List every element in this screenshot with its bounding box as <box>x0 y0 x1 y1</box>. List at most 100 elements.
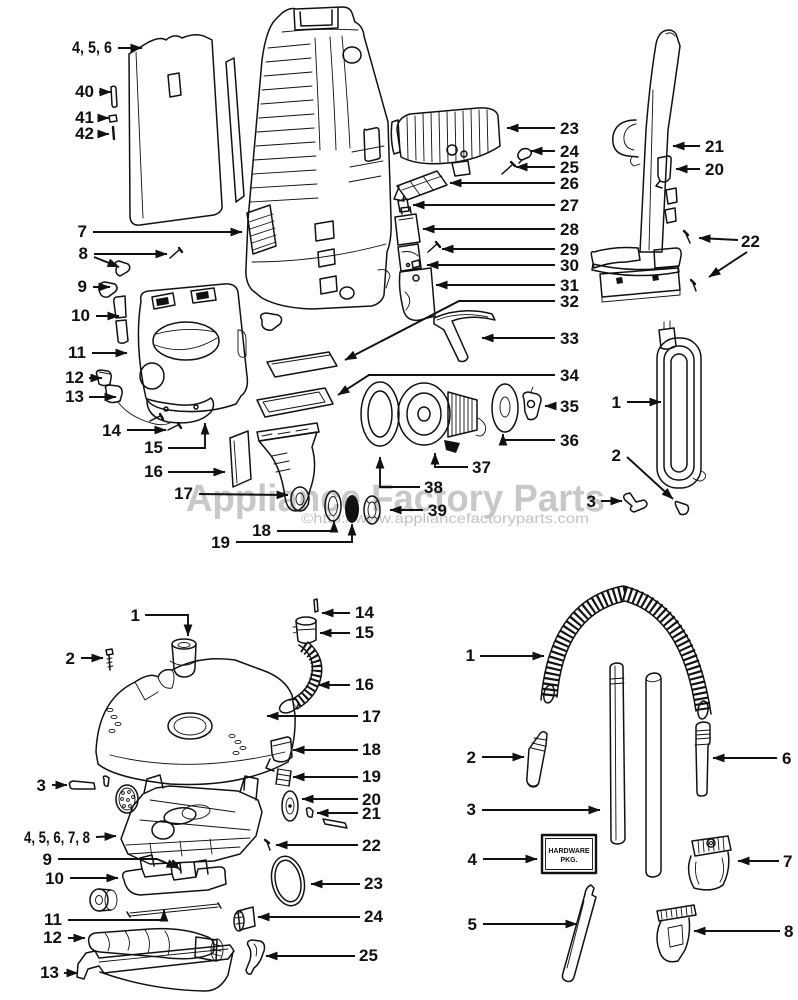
part-27-drawing <box>397 195 410 213</box>
callout-labels: 4, 5, 6404142789101112131415161718192324… <box>24 38 793 982</box>
callout-base-assembly-20: 20 <box>362 790 381 809</box>
housing-11-drawing <box>137 283 249 413</box>
callout-attachments-4: 4 <box>468 850 478 869</box>
fan-ring-38-drawing <box>360 381 400 447</box>
part-12-13-drawing <box>95 369 173 426</box>
clip-mid-drawing <box>259 312 283 331</box>
valve-35-drawing <box>522 386 542 421</box>
callout-upper-assembly-1: 1 <box>612 393 621 412</box>
tube-6-drawing <box>694 721 711 797</box>
callout-attachments-5: 5 <box>468 915 477 934</box>
connector-18-drawing <box>265 736 293 772</box>
leader-arrow-base-assembly-9 <box>58 858 179 869</box>
part-30-drawing <box>405 259 421 269</box>
callout-upper-assembly-23: 23 <box>560 119 579 138</box>
leader-arrow-upper-assembly-18 <box>277 520 339 533</box>
screws-8-drawing <box>114 246 184 277</box>
callout-base-assembly-12: 12 <box>43 928 62 947</box>
base-assembly-drawing <box>68 598 348 992</box>
bottom-plate-13-drawing <box>76 944 235 992</box>
upholstery-tool-7-drawing <box>687 835 732 891</box>
callout-upper-assembly-36: 36 <box>560 431 579 450</box>
callout-upper-assembly-4-5-6: 4, 5, 6 <box>72 38 112 57</box>
callout-base-assembly-22: 22 <box>362 836 381 855</box>
callout-upper-assembly-2: 2 <box>612 446 621 465</box>
callout-upper-assembly-31: 31 <box>560 276 579 295</box>
handle-base-drawing <box>590 246 682 303</box>
switch-28-drawing <box>394 206 422 272</box>
hood-17-drawing <box>95 658 296 786</box>
cup-1-drawing <box>169 638 199 678</box>
callout-upper-assembly-40: 40 <box>75 82 94 101</box>
leader-arrow-upper-assembly-2 <box>626 456 674 500</box>
hardware-box-line2: PKG. <box>560 857 577 864</box>
callout-upper-assembly-14: 14 <box>102 421 121 440</box>
clip-24-drawing <box>517 147 532 164</box>
callout-base-assembly-17: 17 <box>362 707 381 726</box>
leader-arrow-base-assembly-11 <box>68 909 169 922</box>
callout-base-assembly-19: 19 <box>362 767 381 786</box>
screw-2-drawing <box>105 648 114 671</box>
watermark-url: ©http://www.appliancefactoryparts.com <box>301 510 589 526</box>
leader-arrow-upper-assembly-32 <box>344 300 555 361</box>
callout-upper-assembly-15: 15 <box>144 438 163 457</box>
filter-34-drawing <box>256 387 334 418</box>
callout-base-assembly-13: 13 <box>40 963 59 982</box>
seal-19-drawing <box>345 495 359 523</box>
filter-16-drawing <box>229 430 252 488</box>
callout-base-assembly-4-5-6-7-8: 4, 5, 6, 7, 8 <box>24 828 90 847</box>
spring-19-drawing <box>275 768 292 787</box>
callout-upper-assembly-37: 37 <box>472 458 491 477</box>
bracket-31-drawing <box>398 267 436 322</box>
callout-base-assembly-11: 11 <box>44 910 62 929</box>
hardware-box-line1: HARDWARE <box>548 848 590 855</box>
leader-arrow-base-assembly-1 <box>145 614 193 637</box>
callout-upper-assembly-25: 25 <box>560 158 579 177</box>
callout-attachments-1: 1 <box>466 646 475 665</box>
callout-upper-assembly-30: 30 <box>560 256 579 275</box>
elbow-25-drawing <box>245 939 266 975</box>
wheel-20-drawing <box>281 790 299 822</box>
callout-upper-assembly-9: 9 <box>78 277 87 296</box>
watermark: Appliance Factory Parts ©http://www.appl… <box>186 478 605 526</box>
leader-arrow-upper-assembly-36 <box>498 433 555 446</box>
callout-upper-assembly-22: 22 <box>741 232 760 251</box>
callout-base-assembly-1: 1 <box>131 606 140 625</box>
hardware-box-4: HARDWARE PKG. <box>540 833 598 875</box>
leader-arrow-upper-assembly-37 <box>430 452 468 468</box>
callout-upper-assembly-17: 17 <box>174 484 193 503</box>
screws-22-drawing <box>682 229 697 292</box>
end-cap-24-drawing <box>233 906 256 932</box>
callout-upper-assembly-32: 32 <box>560 292 579 311</box>
callout-upper-assembly-28: 28 <box>560 220 579 239</box>
callout-base-assembly-2: 2 <box>66 649 75 668</box>
wand-left-3-drawing <box>609 662 626 845</box>
callout-base-assembly-15: 15 <box>355 623 374 642</box>
leader-arrow-upper-assembly-22 <box>698 234 739 243</box>
callout-upper-assembly-39: 39 <box>428 501 447 520</box>
hose-16-drawing <box>278 641 323 714</box>
leader-arrow-base-assembly-4-5-6-7-8 <box>95 832 117 841</box>
callout-upper-assembly-12: 12 <box>65 368 84 387</box>
belt-23-drawing <box>270 855 306 907</box>
deflector-33-drawing <box>433 310 496 363</box>
leader-arrow-upper-assembly-15 <box>168 422 210 449</box>
callout-upper-assembly-21: 21 <box>705 137 724 156</box>
cord-clip-3-drawing <box>622 492 648 513</box>
coupler-15-drawing <box>292 616 317 644</box>
crevice-tool-5-drawing <box>561 884 597 983</box>
callout-upper-assembly-35: 35 <box>560 397 579 416</box>
callout-upper-assembly-19: 19 <box>211 533 230 552</box>
hose-1-drawing <box>540 585 712 720</box>
callout-upper-assembly-13: 13 <box>65 387 84 406</box>
pin-3-drawing <box>68 775 110 790</box>
clip-9-drawing <box>98 281 118 298</box>
callout-attachments-2: 2 <box>467 748 476 767</box>
callout-base-assembly-21: 21 <box>362 804 381 823</box>
base-frame-drawing <box>120 774 263 865</box>
gasket-36-drawing <box>491 383 519 433</box>
callout-base-assembly-16: 16 <box>355 675 374 694</box>
leader-arrow-upper-assembly-38 <box>375 456 420 488</box>
callout-upper-assembly-11: 11 <box>68 343 86 362</box>
callout-upper-assembly-42: 42 <box>75 124 94 143</box>
